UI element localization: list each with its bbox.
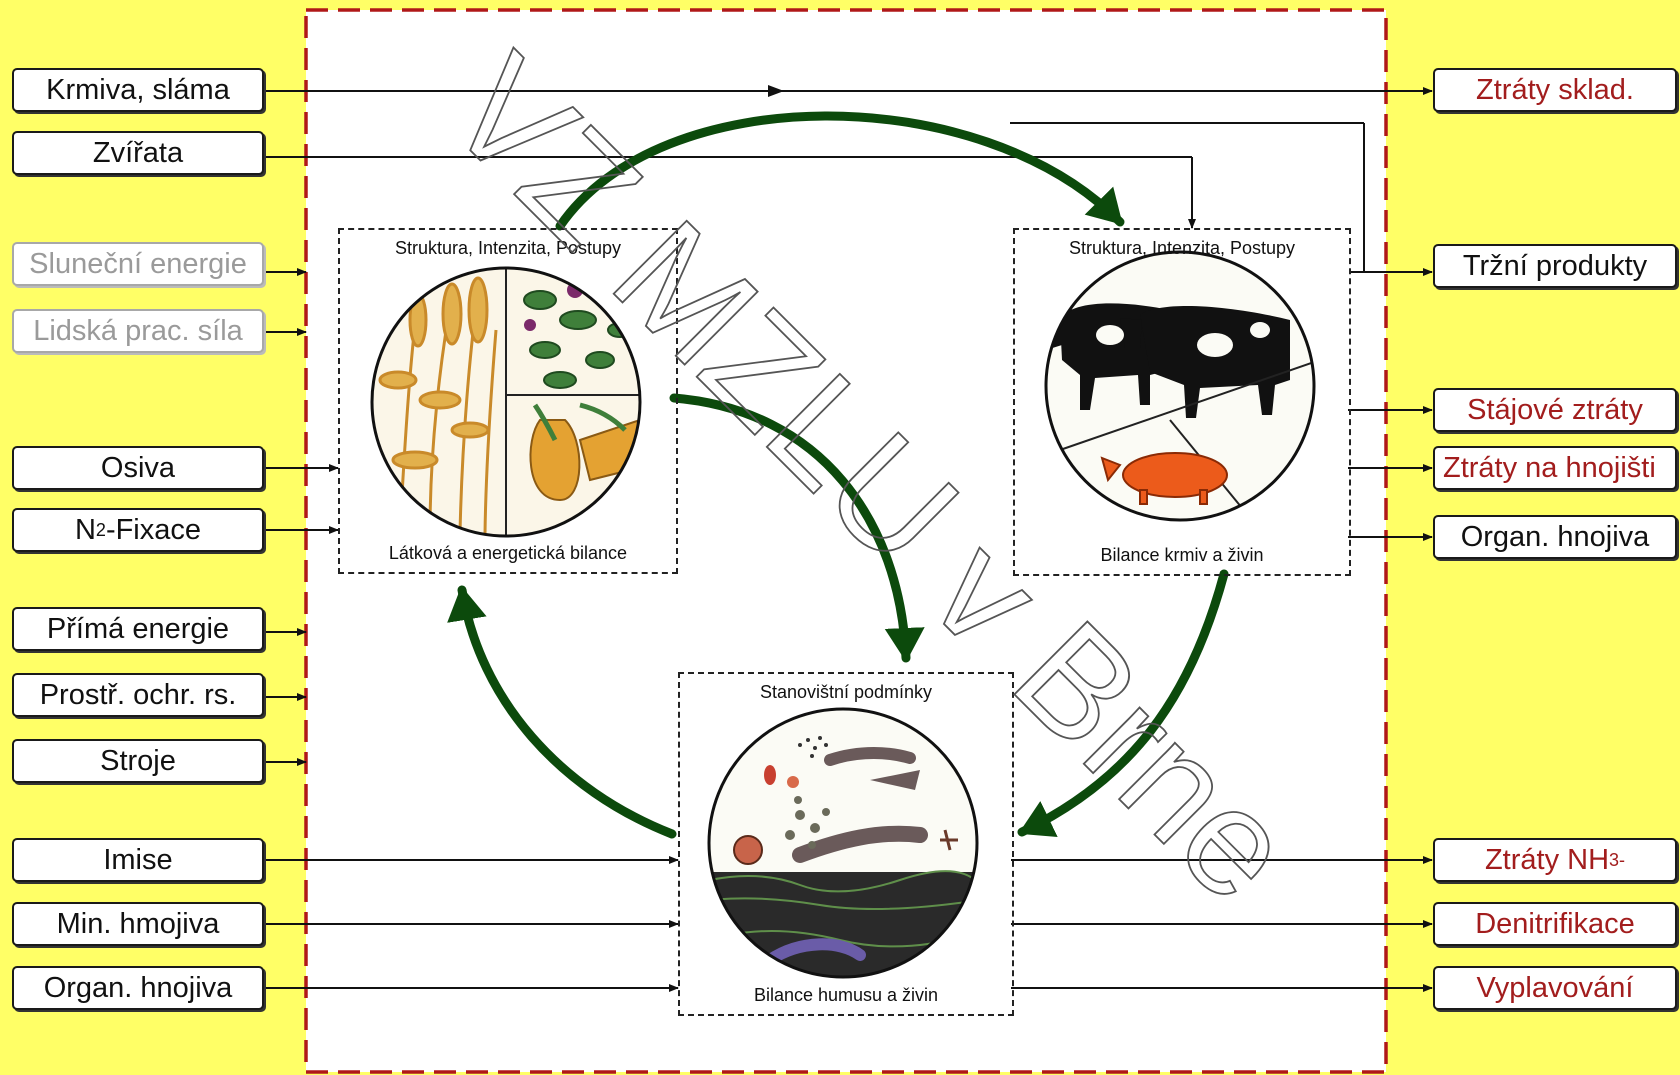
- output-stajove-ztraty: Stájové ztráty: [1433, 388, 1677, 432]
- soil-system-title: Stanovištní podmínky: [680, 682, 1012, 703]
- plant-system-balance: Látková a energetická bilance: [340, 543, 676, 564]
- animal-system: Struktura, Intenzita, Postupy Bilance kr…: [1013, 228, 1351, 576]
- input-lidska-sila: Lidská prac. síla: [12, 309, 264, 353]
- nh3-sub: 3: [1609, 850, 1619, 871]
- soil-system: Stanovištní podmínky Bilance humusu a ži…: [678, 672, 1014, 1016]
- output-ztraty-sklad: Ztráty sklad.: [1433, 68, 1677, 112]
- input-imise: Imise: [12, 838, 264, 882]
- input-zvirata: Zvířata: [12, 131, 264, 175]
- input-osiva: Osiva: [12, 446, 264, 490]
- animal-system-balance: Bilance krmiv a živin: [1015, 545, 1349, 566]
- output-ztraty-hnojiste: Ztráty na hnojišti: [1433, 446, 1677, 490]
- input-organ-hnojiva: Organ. hnojiva: [12, 966, 264, 1010]
- soil-system-balance: Bilance humusu a živin: [680, 985, 1012, 1006]
- n2-fixace-sub: 2: [96, 520, 106, 541]
- animal-system-title: Struktura, Intenzita, Postupy: [1015, 238, 1349, 259]
- output-vyplavovani: Vyplavování: [1433, 966, 1677, 1010]
- nh3-sup: -: [1619, 850, 1625, 871]
- plant-system: Struktura, Intenzita, Postupy Látková a …: [338, 228, 678, 574]
- input-krmiva: Krmiva, sláma: [12, 68, 264, 112]
- nh3-main: Ztráty NH: [1485, 844, 1609, 877]
- input-min-hnojiva: Min. hmojiva: [12, 902, 264, 946]
- output-organ-hnojiva: Organ. hnojiva: [1433, 515, 1677, 559]
- plant-system-title: Struktura, Intenzita, Postupy: [340, 238, 676, 259]
- input-prima-energie: Přímá energie: [12, 607, 264, 651]
- n2-fixace-n: N: [75, 514, 96, 547]
- input-slunecni-energie: Sluneční energie: [12, 242, 264, 286]
- input-prostredky-ochrany: Prostř. ochr. rs.: [12, 673, 264, 717]
- n2-fixace-rest: -Fixace: [106, 514, 201, 547]
- input-stroje: Stroje: [12, 739, 264, 783]
- output-denitrifikace: Denitrifikace: [1433, 902, 1677, 946]
- output-trzni-produkty: Tržní produkty: [1433, 244, 1677, 288]
